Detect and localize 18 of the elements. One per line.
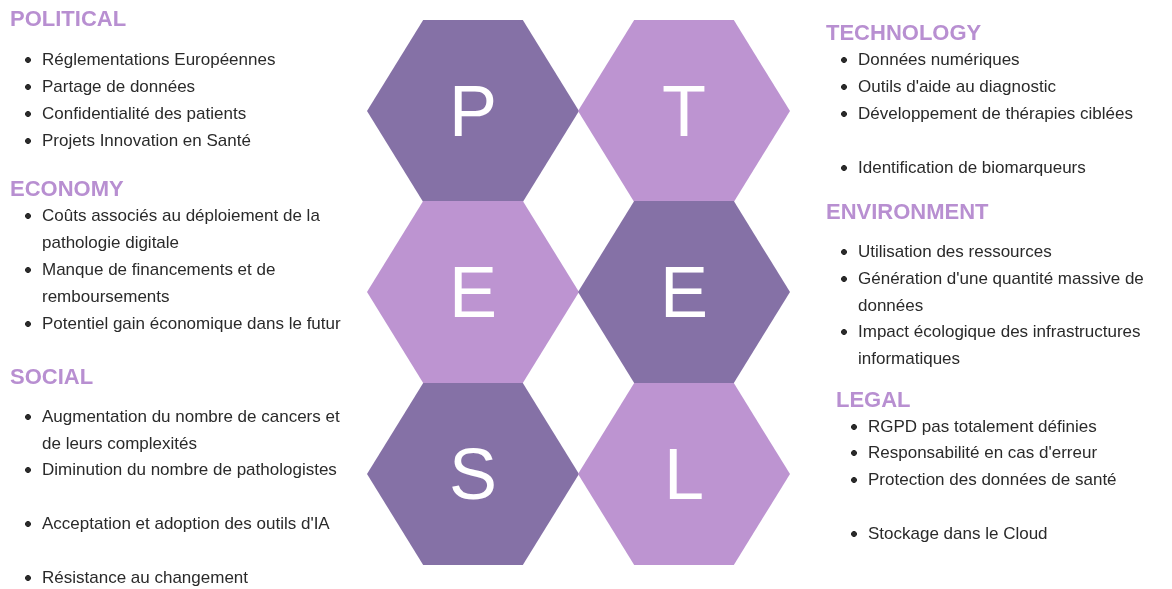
section-heading: SOCIAL	[10, 364, 94, 390]
hexagon-tile	[367, 201, 579, 383]
tile-letter: P	[449, 75, 497, 147]
tile-letter: E	[449, 256, 497, 328]
hexagon-tile	[578, 383, 790, 565]
section-heading: ECONOMY	[10, 176, 124, 202]
tile-letter: T	[662, 75, 706, 147]
hexagon-tile	[578, 201, 790, 383]
hexagon-tile	[367, 383, 579, 565]
hexagon-tile	[578, 20, 790, 202]
section-heading: ENVIRONMENT	[826, 199, 989, 225]
section-heading: POLITICAL	[10, 6, 127, 32]
hexagon-tile	[367, 20, 579, 202]
section-heading: TECHNOLOGY	[826, 20, 982, 46]
tile-letter: E	[660, 256, 708, 328]
section-heading: LEGAL	[836, 387, 911, 413]
tile-letter: L	[664, 438, 704, 510]
tile-letter: S	[449, 438, 497, 510]
